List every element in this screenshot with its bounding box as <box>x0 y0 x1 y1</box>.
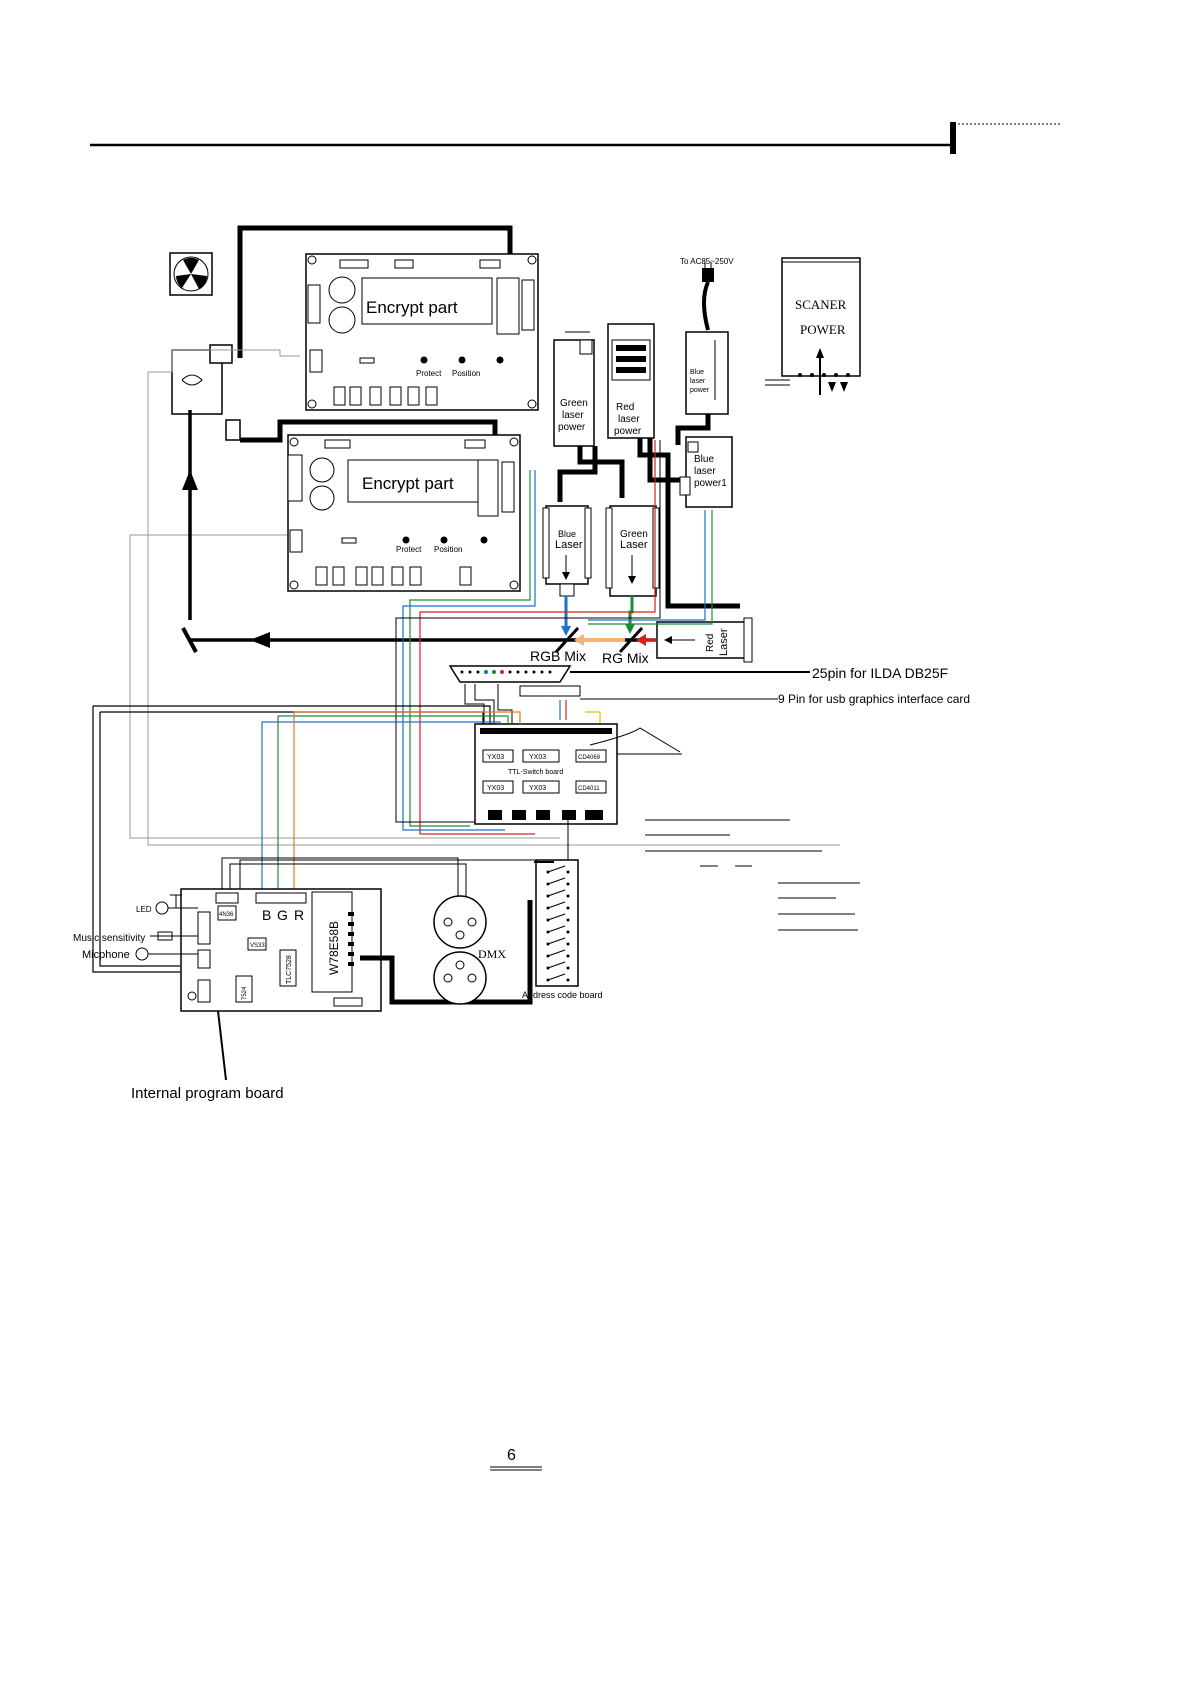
svg-text:CD4069: CD4069 <box>578 755 601 761</box>
blue-laser-power-1: Blue laser power <box>685 331 729 415</box>
red-laser: Red Laser <box>656 617 753 663</box>
svg-text:Blue: Blue <box>690 369 704 376</box>
svg-text:power: power <box>690 387 710 394</box>
dmx-label: DMX <box>478 947 506 961</box>
callout-lines <box>645 819 860 931</box>
usb9-label: 9 Pin for usb graphics interface card <box>778 692 970 706</box>
position-label-1: Position <box>452 369 480 378</box>
rgb-mix-label: RGB Mix <box>530 648 586 664</box>
svg-text:POWER: POWER <box>800 322 846 337</box>
ac-plug-icon <box>702 262 714 282</box>
signal-wires <box>395 440 713 835</box>
label-g: G <box>277 907 288 923</box>
svg-text:power: power <box>614 426 642 437</box>
svg-text:laser: laser <box>694 466 716 477</box>
svg-text:YX03: YX03 <box>529 785 546 792</box>
address-board-label: Address code board <box>522 990 603 1000</box>
connector-block <box>171 344 241 441</box>
encrypt-label-2: Encrypt part <box>362 474 454 493</box>
svg-text:Laser: Laser <box>555 539 583 551</box>
nine-pin-connector <box>519 685 778 700</box>
header-rule <box>90 122 1060 154</box>
address-code-board <box>534 859 579 987</box>
svg-text:laser: laser <box>690 378 706 385</box>
green-laser: Green Laser <box>605 505 660 597</box>
led-icon <box>155 894 198 915</box>
page-number: 6 <box>490 1447 542 1471</box>
label-b: B <box>262 907 271 923</box>
svg-text:Red: Red <box>616 402 634 413</box>
svg-text:YX03: YX03 <box>529 754 546 761</box>
ttl-switch-label: TTL-Switch board <box>508 769 563 776</box>
microphone-label: Micphone <box>82 949 130 961</box>
position-label-2: Position <box>434 545 462 554</box>
green-laser-power: Green laser power <box>553 331 595 447</box>
svg-text:laser: laser <box>562 410 584 421</box>
ttl-switch-board: YX03 YX03 CD4069 TTL-Switch board YX03 Y… <box>474 723 618 825</box>
svg-text:Blue: Blue <box>694 454 714 465</box>
beam-path <box>181 410 660 653</box>
sensitivity-icon <box>150 931 198 941</box>
led-label: LED <box>136 905 152 914</box>
svg-text:4N36: 4N36 <box>219 912 234 918</box>
blue-laser-power-2: Blue laser power1 <box>679 436 733 508</box>
db25-connector <box>448 665 572 683</box>
scanner-power: SCANER POWER <box>765 257 861 395</box>
svg-text:7524: 7524 <box>242 986 248 1000</box>
microphone-icon <box>135 947 198 961</box>
red-laser-power: Red laser power <box>607 323 655 439</box>
svg-text:Green: Green <box>560 398 588 409</box>
protect-label-1: Protect <box>416 369 442 378</box>
svg-text:CD4011: CD4011 <box>578 786 600 792</box>
svg-text:laser: laser <box>618 414 640 425</box>
encrypt-board-1: Encrypt part Protect Position <box>305 253 539 411</box>
svg-text:power: power <box>558 422 586 433</box>
db25-label: 25pin for ILDA DB25F <box>812 665 948 681</box>
svg-text:power1: power1 <box>694 478 727 489</box>
svg-text:SCANER: SCANER <box>795 297 847 312</box>
svg-text:Blue: Blue <box>558 529 576 539</box>
svg-text:YX03: YX03 <box>487 754 504 761</box>
svg-text:Laser: Laser <box>620 539 648 551</box>
music-sensitivity-label: Music sensitivity <box>73 933 145 944</box>
svg-text:Green: Green <box>620 529 648 540</box>
blue-laser: Blue Laser <box>542 505 592 597</box>
encrypt-label-1: Encrypt part <box>366 298 458 317</box>
fan-icon <box>169 252 213 296</box>
label-r: R <box>294 907 304 923</box>
svg-text:6: 6 <box>507 1447 516 1464</box>
encrypt-board-2: Encrypt part Protect Position <box>287 434 521 592</box>
rg-mix-label: RG Mix <box>602 650 649 666</box>
svg-text:TLC7528: TLC7528 <box>286 955 293 984</box>
mcu-label: W78E58B <box>327 921 341 975</box>
svg-text:Laser: Laser <box>718 628 730 656</box>
svg-text:VS33: VS33 <box>250 943 265 949</box>
dmx-connectors <box>433 895 487 1005</box>
svg-text:Red: Red <box>705 634 716 652</box>
internal-program-board: 4N36 B G R W78E58B VS33 TLC7528 7524 <box>180 888 382 1012</box>
svg-text:YX03: YX03 <box>487 785 504 792</box>
ac-input-label: To AC85~250V <box>680 257 734 266</box>
protect-label-2: Protect <box>396 545 422 554</box>
internal-board-label: Internal program board <box>131 1085 284 1102</box>
